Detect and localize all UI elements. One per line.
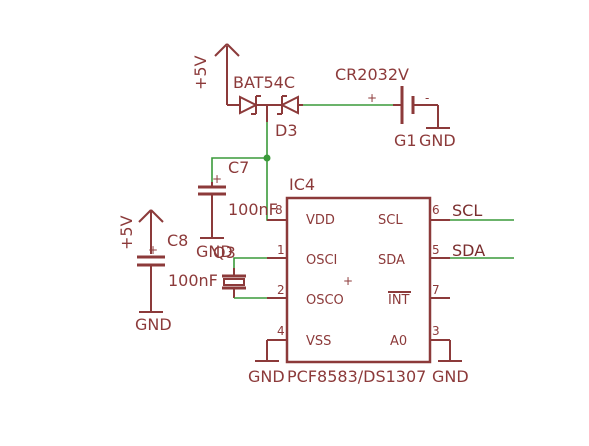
- pin-vdd-num: 8: [275, 203, 283, 217]
- pin-vss-label: VSS: [306, 334, 331, 349]
- a0-gnd-label: GND: [432, 367, 469, 386]
- vss-gnd-label: GND: [248, 367, 285, 386]
- c7-value: 100nF: [228, 200, 278, 219]
- ic4-origin: +: [343, 274, 353, 288]
- ic4-body[interactable]: [285, 196, 432, 364]
- net-scl-label: SCL: [452, 201, 482, 220]
- pin-sda-num: 5: [432, 243, 440, 257]
- ic4-name: IC4: [289, 175, 315, 194]
- battery-gnd: GND: [419, 131, 456, 150]
- pin-int-num: 7: [432, 283, 440, 297]
- pin-osci-label: OSCI: [306, 253, 337, 268]
- diode-value: BAT54C: [233, 73, 295, 92]
- vcc-symbol-top[interactable]: [214, 43, 240, 105]
- wire-osci[interactable]: [233, 257, 287, 268]
- pin-scl-label: SCL: [378, 213, 403, 228]
- diode-d3-symbol[interactable]: [227, 95, 303, 122]
- pin-osci-num: 1: [277, 243, 285, 257]
- vcc-symbol-left[interactable]: [138, 209, 164, 254]
- pin-a0-label: A0: [390, 334, 407, 349]
- crystal-name: Q3: [213, 243, 236, 262]
- battery-g1-symbol[interactable]: [393, 86, 450, 129]
- c8-value: 100nF: [168, 271, 218, 290]
- pin-vss-num: 4: [277, 324, 285, 338]
- diode-name: D3: [275, 121, 298, 140]
- pin-sda-label: SDA: [378, 253, 405, 268]
- battery-value: CR2032V: [335, 65, 409, 84]
- pin-osco-label: OSCO: [306, 293, 344, 308]
- c8-name: C8: [167, 231, 188, 250]
- ic4-value: PCF8583/DS1307: [287, 367, 426, 386]
- pin-vdd-label: VDD: [306, 213, 335, 228]
- capacitor-c8-symbol[interactable]: [137, 255, 165, 313]
- vcc-label-top: +5V: [191, 55, 210, 90]
- vcc-label-left: +5V: [117, 215, 136, 250]
- battery-plus: +: [367, 91, 377, 105]
- pin-a0-num: 3: [432, 324, 440, 338]
- capacitor-c7-symbol[interactable]: [198, 182, 226, 239]
- c7-gnd: GND: [196, 242, 233, 261]
- pin-osco-num: 2: [277, 283, 285, 297]
- pin-int-label: INT: [388, 293, 410, 308]
- pin-scl-num: 6: [432, 203, 440, 217]
- c7-name: C7: [228, 158, 249, 177]
- crystal-q3-symbol[interactable]: [222, 268, 246, 298]
- net-sda-label: SDA: [452, 241, 485, 260]
- wire-c7[interactable]: [211, 157, 267, 182]
- c8-gnd: GND: [135, 315, 172, 334]
- c8-plus: +: [148, 243, 158, 257]
- battery-minus: -: [425, 91, 429, 105]
- battery-name: G1: [394, 131, 417, 150]
- c7-plus: +: [212, 172, 222, 186]
- junction-dot: [263, 154, 271, 162]
